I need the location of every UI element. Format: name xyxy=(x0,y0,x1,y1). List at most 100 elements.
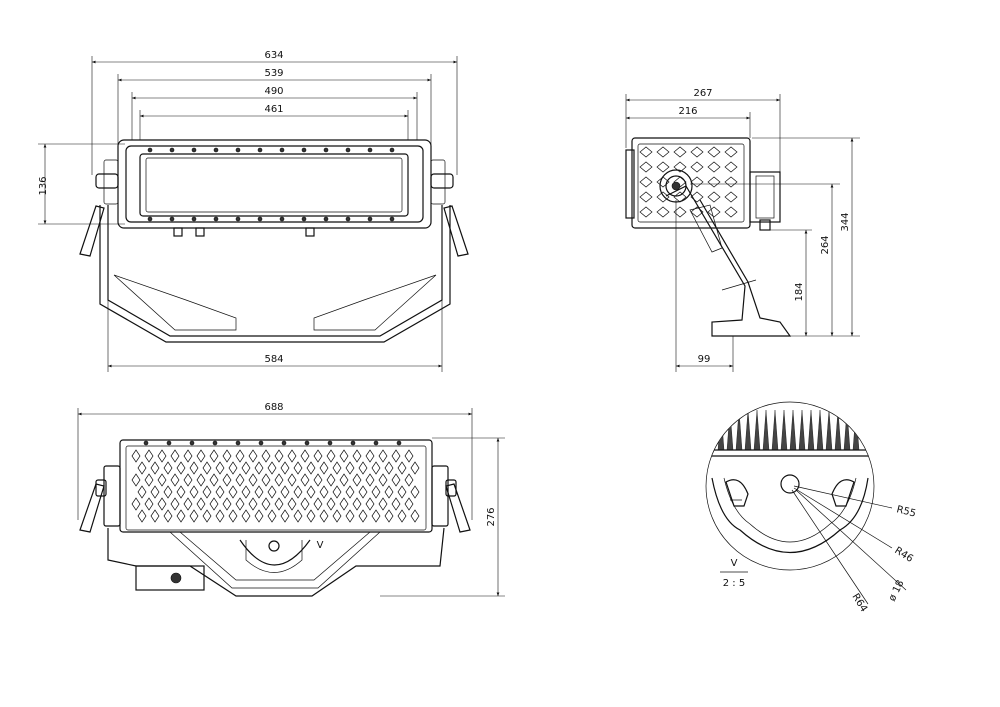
fin-slot xyxy=(261,449,271,463)
screw xyxy=(345,147,351,153)
fin-slot xyxy=(639,146,653,158)
fin-slot xyxy=(222,473,232,487)
fin xyxy=(852,409,860,451)
fin-slot xyxy=(137,509,147,523)
fin-slot xyxy=(222,497,232,511)
screw xyxy=(350,440,356,446)
fin-slot xyxy=(280,461,290,475)
fin-slot xyxy=(228,485,238,499)
screw xyxy=(279,147,285,153)
fin-slot xyxy=(287,497,297,511)
fin-slot xyxy=(300,497,310,511)
fin-slot xyxy=(410,485,420,499)
fin-slot xyxy=(274,473,284,487)
dim-539: 539 xyxy=(117,68,432,145)
fin-slot xyxy=(170,473,180,487)
fin-slot xyxy=(157,497,167,511)
label-r46: R46 xyxy=(892,545,915,565)
fin-slot xyxy=(319,509,329,523)
fin-slot xyxy=(157,449,167,463)
screw xyxy=(235,216,241,222)
fin-slot xyxy=(287,473,297,487)
frame-screws xyxy=(147,147,395,222)
fin-slot xyxy=(254,461,264,475)
fin-slot xyxy=(391,473,401,487)
fin xyxy=(816,409,824,451)
fin-slot xyxy=(639,191,653,203)
fin-slot xyxy=(189,485,199,499)
fin-slot xyxy=(176,509,186,523)
top-screws xyxy=(143,440,402,446)
fin-slot xyxy=(261,473,271,487)
fin-slot xyxy=(176,485,186,499)
fin-slot xyxy=(332,485,342,499)
back-bracket: V xyxy=(107,527,445,597)
fin-slot xyxy=(176,461,186,475)
screw xyxy=(143,440,149,446)
screw xyxy=(301,216,307,222)
fin-slot xyxy=(707,191,721,203)
fin-slot xyxy=(690,161,704,173)
fin-slot xyxy=(384,461,394,475)
fin-slot xyxy=(202,461,212,475)
fin-slot xyxy=(378,497,388,511)
fin-slot xyxy=(384,485,394,499)
screw xyxy=(166,440,172,446)
fin-slot xyxy=(365,449,375,463)
screw xyxy=(367,216,373,222)
screw xyxy=(257,216,263,222)
dim-584-label: 584 xyxy=(264,354,283,365)
screw xyxy=(235,147,241,153)
fin-slot xyxy=(144,497,154,511)
fin-slot xyxy=(202,485,212,499)
fin-slot xyxy=(724,176,738,188)
screw xyxy=(323,216,329,222)
fin-slot xyxy=(267,461,277,475)
fin xyxy=(798,409,806,451)
screw xyxy=(191,147,197,153)
screw xyxy=(212,440,218,446)
fin-slot xyxy=(332,509,342,523)
screw xyxy=(279,216,285,222)
fin-slot xyxy=(248,497,258,511)
heatsink-fins xyxy=(131,449,420,523)
fin-slot xyxy=(378,473,388,487)
fin-slot xyxy=(196,497,206,511)
dim-136: 136 xyxy=(38,143,125,225)
fin-slot xyxy=(131,497,141,511)
dim-539-label: 539 xyxy=(264,68,283,79)
screw xyxy=(281,440,287,446)
fin-slot xyxy=(235,473,245,487)
fin-slot xyxy=(196,449,206,463)
fin-slot xyxy=(358,485,368,499)
fin xyxy=(744,409,752,451)
fin-slot xyxy=(339,473,349,487)
fin-slot xyxy=(293,485,303,499)
fin-slot xyxy=(391,449,401,463)
dim-461: 461 xyxy=(139,104,409,140)
screw xyxy=(258,440,264,446)
fin-slot xyxy=(202,509,212,523)
fin-slot xyxy=(163,485,173,499)
fin-slot xyxy=(724,161,738,173)
fin-slot xyxy=(274,497,284,511)
fin-slot xyxy=(365,473,375,487)
front-view: 634 539 490 461 136 xyxy=(38,50,469,372)
screw xyxy=(147,216,153,222)
fin-slot xyxy=(319,461,329,475)
fin-slot xyxy=(656,206,670,218)
fin xyxy=(771,409,779,451)
fin xyxy=(726,409,734,451)
dim-184: 184 xyxy=(770,229,812,336)
fin-slot xyxy=(319,485,329,499)
fin-slot xyxy=(189,509,199,523)
dim-99: 99 xyxy=(675,200,734,372)
fin-slot xyxy=(404,473,414,487)
side-view: 267 216 xyxy=(625,88,860,372)
fin-slot xyxy=(144,449,154,463)
screw xyxy=(213,147,219,153)
fin xyxy=(843,409,851,451)
fin-slot xyxy=(137,485,147,499)
fin-slot xyxy=(371,461,381,475)
